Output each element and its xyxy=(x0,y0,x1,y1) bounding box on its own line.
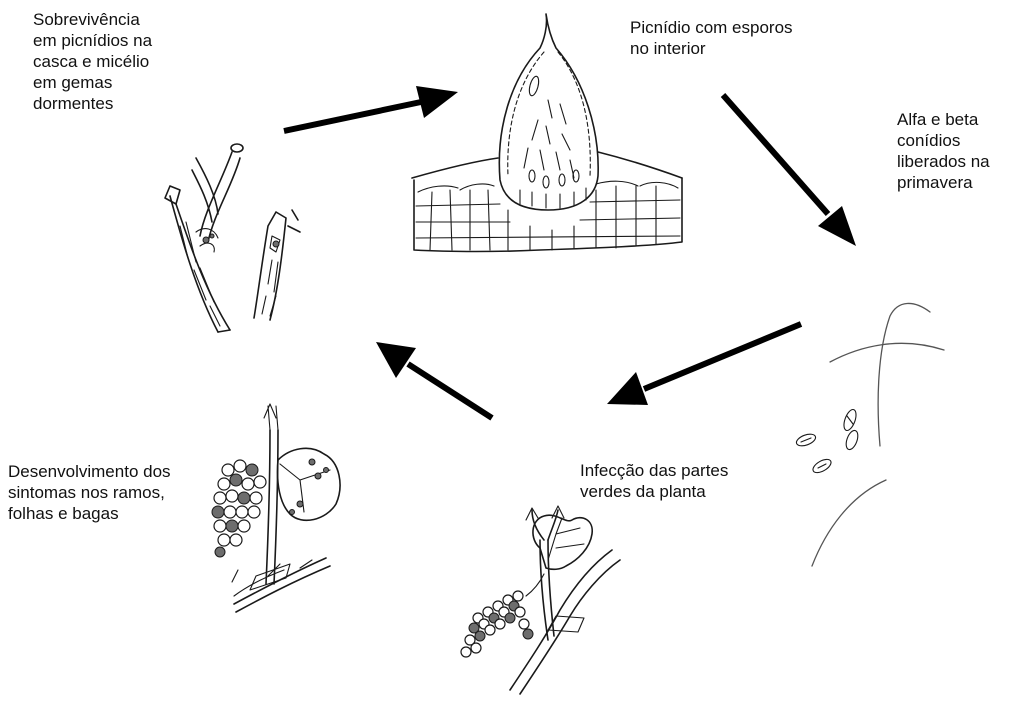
pycnidium-section-illustration xyxy=(411,13,683,253)
label-symptoms: Desenvolvimento dos sintomas nos ramos, … xyxy=(8,462,171,523)
conidia-illustration xyxy=(795,302,945,567)
label-survival: Sobrevivência em picnídios na casca e mi… xyxy=(33,10,153,113)
label-infection: Infecção das partes verdes da planta xyxy=(580,461,729,501)
infected-shoot-illustration xyxy=(460,505,621,695)
symptomatic-shoot-illustration xyxy=(211,403,341,613)
arrow-infection-to-symptoms xyxy=(376,342,494,421)
label-conidia-release: Alfa e beta conídios liberados na primav… xyxy=(897,110,990,192)
arrow-survival-to-pycnidium xyxy=(283,86,458,134)
arrow-pycnidium-to-conidia xyxy=(720,93,856,246)
dormant-cane-illustration xyxy=(164,143,301,333)
label-pycnidium: Picnídio com esporos no interior xyxy=(630,18,793,58)
arrow-conidia-to-infection xyxy=(607,321,803,405)
